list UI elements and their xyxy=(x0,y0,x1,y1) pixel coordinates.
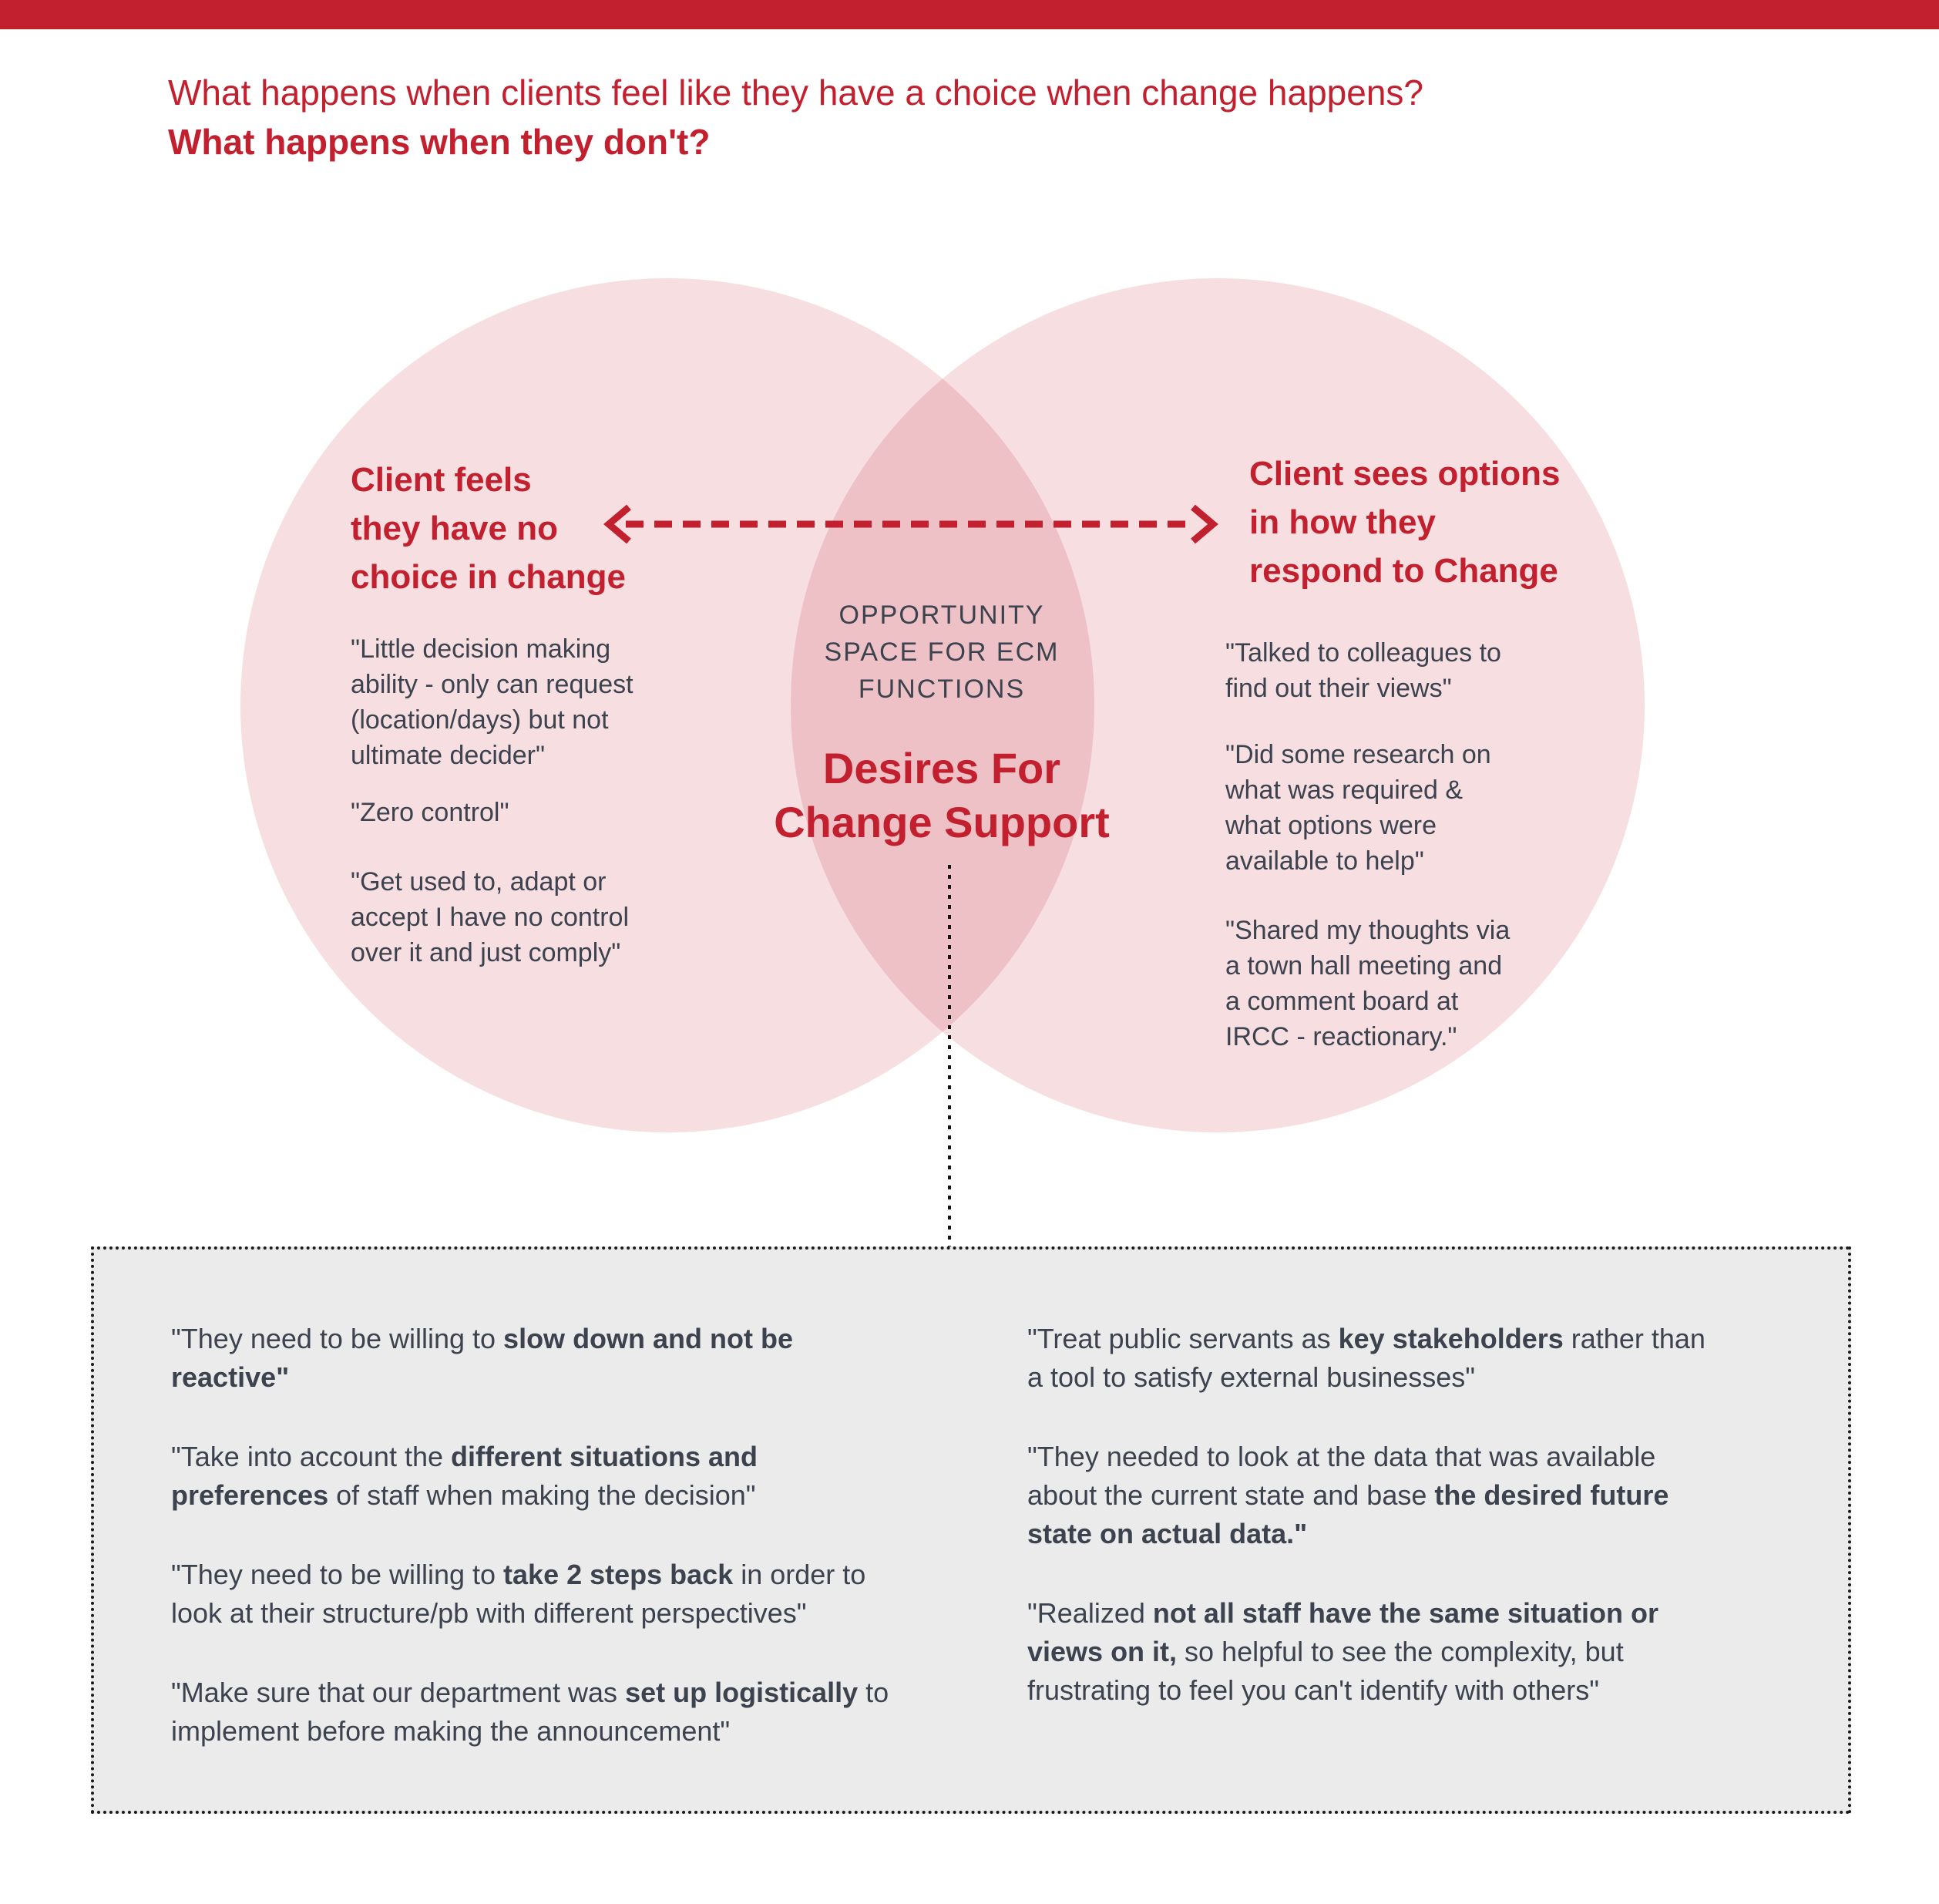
box-right-column: "Treat public servants as key stakeholde… xyxy=(1027,1320,1829,1751)
overlap-desires-title: Desires For Change Support xyxy=(774,744,1110,846)
box-quote: "They needed to look at the data that wa… xyxy=(1027,1441,1669,1549)
venn-right-circle xyxy=(791,278,1645,1132)
dashed-double-arrow-icon xyxy=(603,504,1218,544)
venn-right-quote-3: "Shared my thoughts via a town hall meet… xyxy=(1225,916,1511,1051)
top-bar xyxy=(0,0,1939,29)
box-quote: "Treat public servants as key stakeholde… xyxy=(1027,1323,1705,1393)
page-title: What happens when clients feel like they… xyxy=(168,68,1825,167)
quotes-box xyxy=(91,1246,1851,1814)
box-left-column: "They need to be willing to slow down an… xyxy=(171,1320,996,1791)
page-title-line2: What happens when they don't? xyxy=(168,122,711,162)
box-quote: "They need to be willing to slow down an… xyxy=(171,1323,794,1393)
venn-left-quote-3: "Get used to, adapt or accept I have no … xyxy=(351,867,630,967)
venn-left-quote-2: "Zero control" xyxy=(351,798,509,827)
box-quote: "They need to be willing to take 2 steps… xyxy=(171,1559,866,1629)
connector-dotted-line xyxy=(948,865,951,1266)
venn-left-heading: Client feels they have no choice in chan… xyxy=(351,461,626,596)
venn-right-quote-2: "Did some research on what was required … xyxy=(1225,740,1491,876)
box-quote: "Make sure that our department was set u… xyxy=(171,1677,889,1747)
page-title-line1: What happens when clients feel like they… xyxy=(168,72,1423,113)
venn-left-quote-1: "Little decision making ability - only c… xyxy=(351,634,633,770)
overlap-opportunity-label: OPPORTUNITY SPACE FOR ECM FUNCTIONS xyxy=(824,600,1060,704)
box-quote: "Realized not all staff have the same si… xyxy=(1027,1597,1659,1706)
box-quote: "Take into account the different situati… xyxy=(171,1441,758,1511)
venn-right-quote-1: "Talked to colleagues to find out their … xyxy=(1225,638,1501,703)
venn-right-heading: Client sees options in how they respond … xyxy=(1249,455,1561,590)
